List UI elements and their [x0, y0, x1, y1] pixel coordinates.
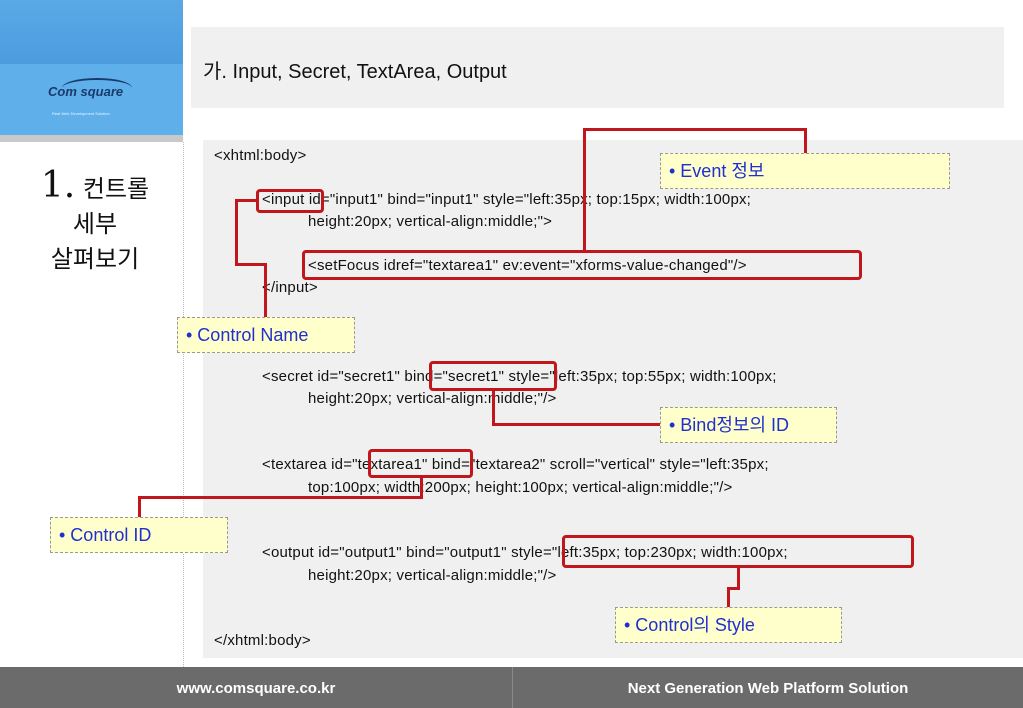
code-line: height:20px; vertical-align:middle;"> [308, 213, 553, 230]
code-line: top:100px; width:200px; height:100px; ve… [308, 479, 733, 496]
highlight-textarea-id [368, 449, 473, 478]
logo: Com square [48, 84, 124, 99]
footer-left [0, 667, 512, 708]
page-title: 가. Input, Secret, TextArea, Output [203, 61, 507, 83]
connector-line [492, 389, 495, 425]
connector-line [235, 199, 238, 265]
section-title-line2: 세부 [72, 210, 118, 238]
highlight-setfocus [302, 250, 862, 280]
heading-banner [191, 27, 1004, 108]
code-line: <output id="output1" bind="output1" styl… [262, 544, 788, 561]
connector-line [727, 587, 740, 590]
highlight-input-tag [256, 189, 324, 213]
callout-control-id: • Control ID [50, 517, 228, 553]
code-line: <xhtml:body> [214, 147, 307, 164]
code-line: </xhtml:body> [214, 632, 311, 649]
code-line: <secret id="secret1" bind="secret1" styl… [262, 368, 777, 385]
footer-slogan: Next Generation Web Platform Solution [627, 680, 909, 697]
vertical-divider [183, 142, 185, 667]
footer-divider [512, 667, 513, 708]
highlight-bind [429, 361, 557, 391]
connector-line [804, 128, 807, 154]
section-title-line3: 살펴보기 [50, 245, 140, 273]
connector-line [420, 476, 423, 498]
callout-control-style: • Control의 Style [615, 607, 842, 643]
code-line: <input id="input1" bind="input1" style="… [262, 191, 752, 208]
callout-event-info: • Event 정보 [660, 153, 950, 189]
connector-line [235, 263, 266, 266]
connector-line [138, 496, 423, 499]
callout-bind-id: • Bind정보의 ID [660, 407, 837, 443]
logo-background [0, 64, 183, 135]
connector-line [583, 128, 586, 252]
code-line: </input> [262, 279, 318, 296]
code-line: <textarea id="textarea1" bind="textarea2… [262, 456, 769, 473]
section-title-line1: 컨트롤 [82, 175, 150, 203]
code-line: height:20px; vertical-align:middle;"/> [308, 390, 557, 407]
connector-line [235, 199, 258, 202]
connector-line [727, 587, 730, 607]
section-number: 1. [40, 165, 76, 206]
code-line: <setFocus idref="textarea1" ev:event="xf… [308, 257, 747, 274]
section-title: 1. 컨트롤 세부 살펴보기 [10, 168, 180, 277]
connector-line [583, 128, 807, 131]
connector-line [138, 496, 141, 518]
connector-line [264, 263, 267, 317]
connector-line [737, 567, 740, 589]
code-line: height:20px; vertical-align:middle;"/> [308, 567, 557, 584]
highlight-output-style [562, 535, 914, 568]
divider [0, 135, 183, 142]
code-panel [203, 140, 1023, 658]
callout-control-name: • Control Name [177, 317, 355, 353]
logo-tagline: Real Web Development Solution [52, 111, 110, 116]
connector-line [492, 423, 660, 426]
footer-right [513, 667, 1023, 708]
logo-swoosh-icon [62, 78, 132, 98]
footer-website-link[interactable]: www.comsquare.co.kr [176, 680, 336, 697]
